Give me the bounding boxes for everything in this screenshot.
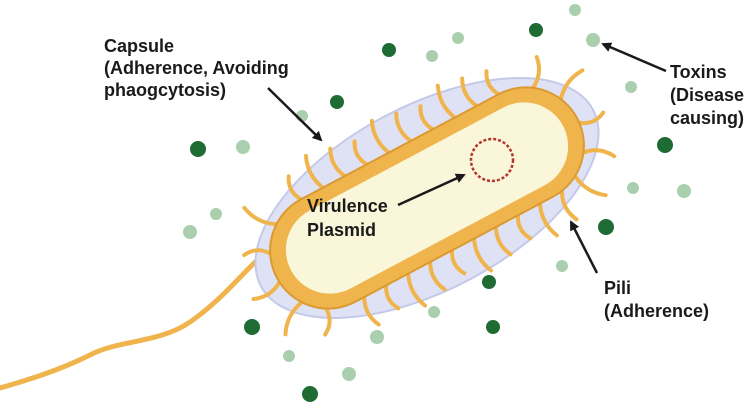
toxin-particle [382,43,396,57]
toxin-particle [677,184,691,198]
toxin-particle [556,260,568,272]
pilus [530,55,542,90]
pilus [472,236,493,273]
toxin-particle [236,140,250,154]
pilus [484,69,501,97]
cytoplasm [285,102,569,294]
pilus [450,248,467,276]
pili-group [242,55,617,337]
plasmid-label: Virulence Plasmid [307,196,393,240]
pilus [328,146,347,179]
pilus [494,224,513,257]
toxin-particle [428,306,440,318]
toxin-particles [183,4,691,402]
pili-label: Pili (Adherence) [604,278,709,321]
toxins-label: Toxins (Disease causing) [670,62,749,128]
pilus [515,213,533,241]
plasmid-arrow [397,173,466,207]
virulence-plasmid [469,137,515,183]
pilus [369,118,391,155]
pilus [558,68,585,102]
toxin-particle [426,50,438,62]
pilus [352,139,369,167]
pilus [283,300,304,337]
pilus [394,111,413,143]
pilus [418,104,435,132]
toxin-particle [482,275,496,289]
pilus [362,295,381,327]
capsule-arrow [267,87,323,142]
pilus [286,174,303,202]
toxin-particle [569,4,581,16]
pilus [384,283,401,311]
toxin-particle [210,208,222,220]
pilus [428,260,447,292]
toxin-particle [244,319,260,335]
toxin-particle [452,32,464,44]
toxin-particle [598,219,614,235]
toxin-particle [370,330,384,344]
toxin-particle [190,141,206,157]
pilus [251,280,282,302]
pilus [435,83,457,120]
toxin-particle [330,95,344,109]
pilus [537,201,559,238]
toxin-particle [627,182,639,194]
flagellum [0,247,271,391]
capsule-label: Capsule (Adherence, Avoiding phaogcytosi… [104,36,294,100]
toxin-particle [283,350,295,362]
toxin-particle [342,367,356,381]
pilus [242,205,279,227]
pilus [406,271,428,308]
pilus [573,174,608,198]
pilus [581,148,617,159]
pilus [242,248,273,257]
pilus [577,110,606,126]
toxin-particle [529,23,543,37]
toxin-particle [586,33,600,47]
toxin-particle [657,137,673,153]
pilus [460,76,479,108]
toxin-particle [625,81,637,93]
toxin-particle [183,225,197,239]
toxin-particle [486,320,500,334]
pilus [303,153,325,190]
pilus [323,306,332,337]
pilus [559,189,579,222]
pili-arrow [569,220,599,274]
toxins-arrow [601,42,667,73]
toxin-particle [302,386,318,402]
